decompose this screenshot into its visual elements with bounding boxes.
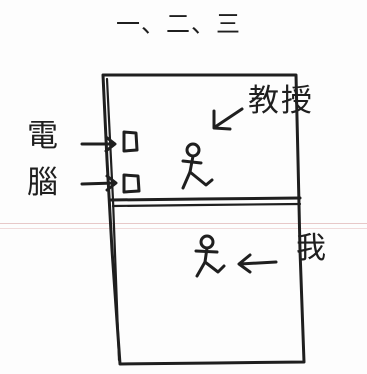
room-divider-double xyxy=(111,202,302,208)
label-computer-line1: 電 xyxy=(27,118,58,154)
ruled-line xyxy=(0,223,367,224)
arrow-to-monitor-icon xyxy=(80,174,118,192)
professor-figure-icon xyxy=(181,142,214,190)
room-divider xyxy=(109,196,302,202)
ruled-line xyxy=(0,228,367,229)
label-computer-line2: 腦 xyxy=(27,165,58,201)
computer-monitor-icon xyxy=(122,130,139,153)
computer-monitor-icon xyxy=(122,173,141,194)
diagram-title: 一、二、三 xyxy=(116,10,241,38)
me-figure-icon xyxy=(194,234,226,278)
room-outline xyxy=(101,73,306,366)
room-outline-left-double xyxy=(105,77,121,362)
arrow-to-professor-icon xyxy=(212,107,244,131)
arrow-to-monitor-icon xyxy=(80,135,117,153)
arrow-to-me-icon xyxy=(237,253,278,274)
label-professor: 教授 xyxy=(248,83,314,119)
